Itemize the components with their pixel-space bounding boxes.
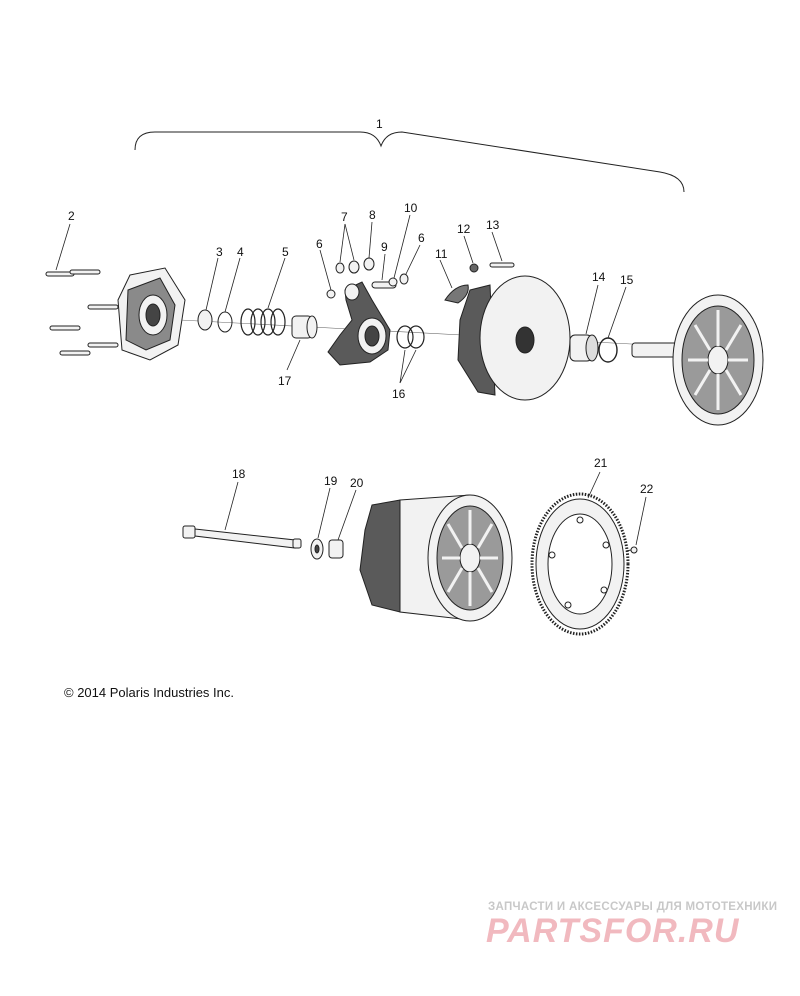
callout-8: 8 xyxy=(369,208,376,222)
watermark-tagline: ЗАПЧАСТИ И АКСЕССУАРЫ ДЛЯ МОТОТЕХНИКИ xyxy=(488,901,778,913)
spider-arm xyxy=(327,281,391,366)
callout-5: 5 xyxy=(282,245,289,259)
bushing-17 xyxy=(291,315,318,339)
ring-gear xyxy=(530,492,630,636)
callout-14: 14 xyxy=(592,270,606,284)
moveable-sheave xyxy=(457,275,571,401)
callout-15: 15 xyxy=(620,273,634,287)
callout-12: 12 xyxy=(457,222,471,236)
washer-spacer xyxy=(310,538,344,560)
callout-7: 7 xyxy=(341,210,348,224)
callout-20: 20 xyxy=(350,476,364,490)
callout-6a: 6 xyxy=(316,237,323,251)
assembled-clutch xyxy=(359,494,513,622)
bolts xyxy=(45,269,119,356)
fixed-sheave xyxy=(631,294,764,426)
callout-labels: 1 2 3 4 5 6 7 8 9 10 6 11 12 13 14 15 16… xyxy=(68,117,654,496)
rings-16 xyxy=(396,325,425,349)
callout-11: 11 xyxy=(435,247,448,261)
callout-13: 13 xyxy=(486,218,500,232)
clutch-bolt xyxy=(182,525,302,549)
callout-3: 3 xyxy=(216,245,223,259)
callout-9: 9 xyxy=(381,240,388,254)
bearing-14-15 xyxy=(569,334,618,363)
callout-21: 21 xyxy=(594,456,608,470)
callout-6b: 6 xyxy=(418,231,425,245)
callout-1: 1 xyxy=(376,117,383,131)
rings-3-4 xyxy=(197,309,233,333)
spring xyxy=(240,308,286,336)
small-parts xyxy=(326,257,409,299)
callout-19: 19 xyxy=(324,474,338,488)
assembly-bracket xyxy=(134,131,685,193)
callout-2: 2 xyxy=(68,209,75,223)
callout-4: 4 xyxy=(237,245,244,259)
weight-pin xyxy=(444,262,515,304)
callout-10: 10 xyxy=(404,201,418,215)
callout-17: 17 xyxy=(278,374,292,388)
cover-plate xyxy=(117,267,186,361)
callout-22: 22 xyxy=(640,482,654,496)
copyright-text: © 2014 Polaris Industries Inc. xyxy=(64,685,234,700)
watermark-logo: PARTSFOR.RU xyxy=(486,912,740,950)
callout-16: 16 xyxy=(392,387,406,401)
leader-lines xyxy=(55,214,647,546)
callout-18: 18 xyxy=(232,467,246,481)
ring-gear-screw xyxy=(625,546,638,554)
